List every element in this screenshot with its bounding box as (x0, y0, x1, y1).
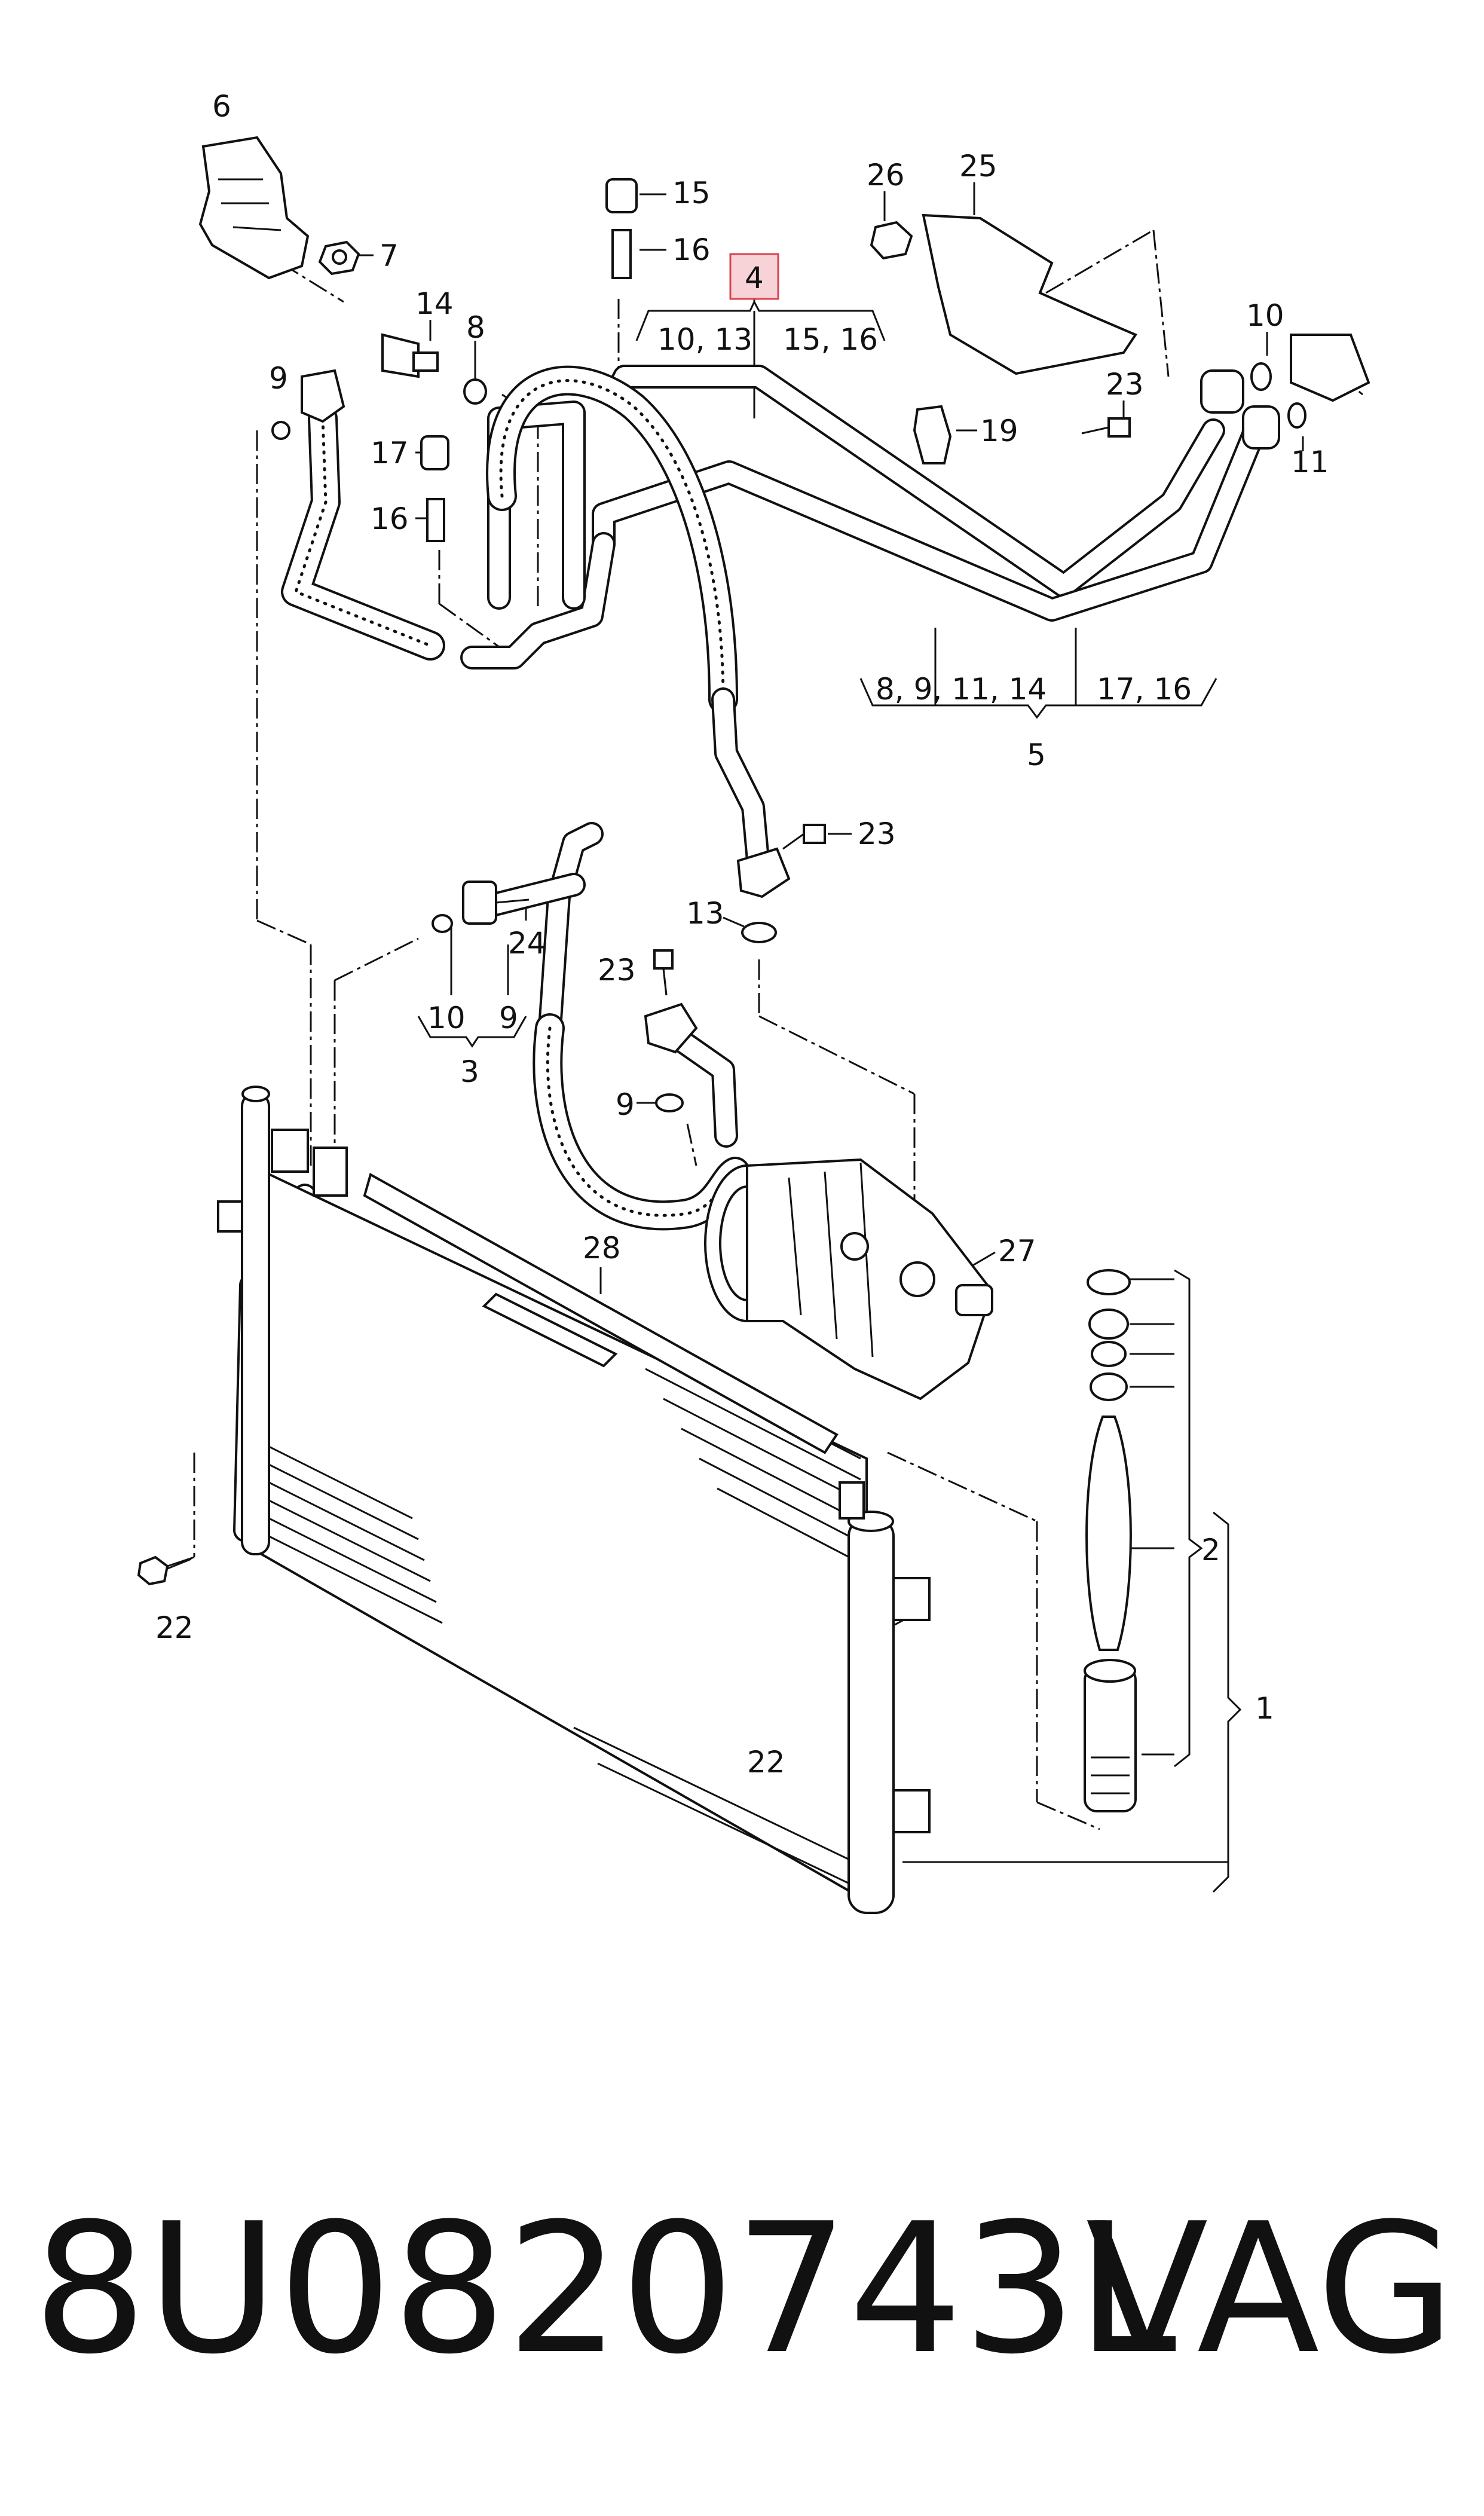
callout-9b: 9 (616, 1087, 635, 1122)
group-4-left: 10, 13 (657, 322, 752, 357)
valve-16-top (611, 229, 632, 279)
callout-8: 8 (466, 310, 485, 345)
clamp-24 (462, 881, 497, 925)
o-ring-13 (741, 922, 777, 943)
callout-13: 13 (686, 896, 724, 931)
condenser-28 (217, 1086, 931, 1914)
callout-23b: 23 (858, 817, 896, 851)
firewall-flange (1290, 334, 1370, 402)
refrigerant-lines (233, 365, 1267, 1542)
o-ring-10-right (1250, 362, 1272, 391)
clamp-9-top (301, 369, 345, 423)
o-ring-8 (463, 378, 487, 405)
group-3-left: 10 (427, 1001, 466, 1035)
callout-16b: 16 (672, 233, 711, 267)
callout-17: 17 (371, 436, 409, 470)
callout-11: 11 (1291, 445, 1329, 479)
callout-23a: 23 (1106, 367, 1144, 402)
bolt-22-left (137, 1555, 192, 1586)
callout-22a: 22 (155, 1610, 194, 1645)
bolt-23-top (1081, 417, 1131, 438)
callout-1: 1 (1255, 1691, 1274, 1726)
callout-5: 5 (1027, 738, 1046, 772)
small-parts (137, 136, 1370, 1723)
o-ring-10-mid (432, 914, 453, 933)
callout-23c: 23 (598, 953, 636, 988)
brand-name: VAG (1085, 2185, 1455, 2393)
callout-2: 2 (1201, 1533, 1220, 1567)
callout-7: 7 (380, 239, 399, 273)
cap-17-left (420, 435, 449, 470)
callout-14: 14 (415, 286, 454, 321)
callout-labels: 6 7 14 8 9 17 16 15 16 4 10, 13 15, 16 2… (155, 89, 1329, 1780)
callout-22b: 22 (747, 1745, 785, 1780)
callout-25: 25 (959, 149, 998, 184)
o-ring-11-right (1287, 402, 1306, 429)
part-number: 8U0820743L (33, 2185, 1177, 2393)
footer: 8U0820743L VAG (33, 2176, 1455, 2403)
bracket-6 (198, 136, 310, 280)
nut-26 (870, 221, 913, 260)
valve-16-left (426, 498, 445, 542)
group-3-right: 9 (499, 1001, 518, 1035)
callout-19: 19 (980, 414, 1018, 448)
callout-28: 28 (583, 1231, 621, 1265)
group-5-left: 8, 9, 11, 14 (876, 672, 1047, 707)
callout-10a: 10 (1246, 298, 1284, 333)
heat-shield-25 (922, 213, 1137, 375)
callout-15: 15 (672, 176, 711, 210)
callout-27: 27 (998, 1234, 1036, 1268)
highlight-box-4 (729, 253, 779, 300)
bolt-23-low (653, 949, 674, 996)
callout-3: 3 (460, 1054, 479, 1089)
cap-15-top (605, 178, 638, 213)
callout-24: 24 (508, 926, 546, 961)
compressor-27 (704, 1158, 994, 1401)
parts-diagram: 6 7 14 8 9 17 16 15 16 4 10, 13 15, 16 2… (137, 89, 1370, 1914)
callout-6: 6 (212, 89, 231, 124)
callout-4: 4 (745, 261, 764, 295)
bolt-23-mid (782, 824, 826, 850)
braces (417, 296, 1242, 1893)
callout-16a: 16 (371, 502, 409, 536)
pressure-switch-14 (381, 333, 420, 378)
callout-9a: 9 (269, 361, 288, 396)
clip-19 (913, 405, 952, 464)
dryer-kit (1084, 1269, 1137, 1812)
callout-26: 26 (867, 158, 905, 192)
group-5-right: 17, 16 (1097, 672, 1192, 707)
group-4-right: 15, 16 (783, 322, 878, 357)
o-ring-9-low (655, 1093, 684, 1112)
